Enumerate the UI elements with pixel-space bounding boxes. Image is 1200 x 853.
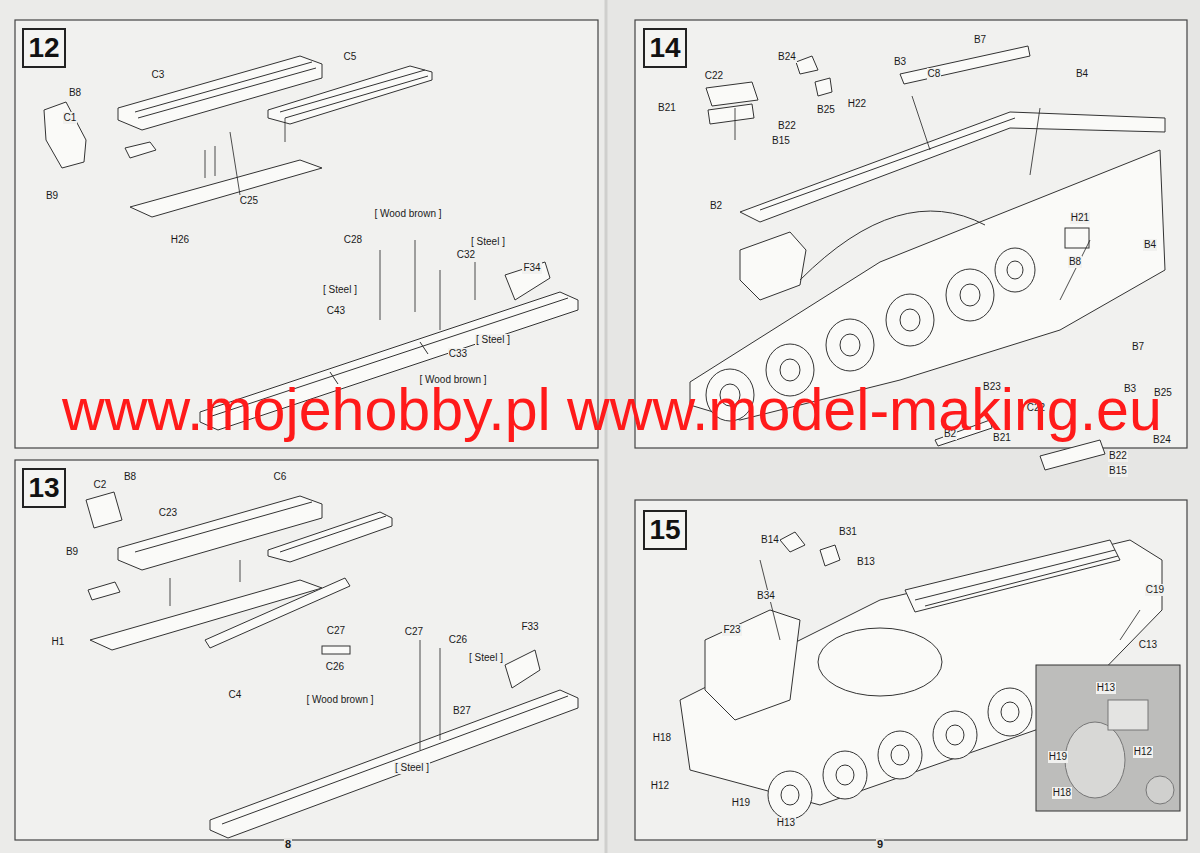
part-label: C4 [228,689,243,701]
part-label: B8 [123,471,137,483]
part-label: [ Wood brown ] [305,694,374,706]
part-label: H1 [51,636,66,648]
part-label: C33 [448,348,468,360]
part-label: C23 [158,507,178,519]
part-label: B15 [1108,465,1128,477]
part-label: H19 [731,797,751,809]
watermark: www.mojehobby.pl www.model-making.eu [62,380,1162,439]
step-number: 13 [28,472,59,504]
part-label: C27 [326,625,346,637]
part-label: F33 [520,621,539,633]
part-label: [ Steel ] [475,334,511,346]
part-label: F23 [722,624,741,636]
part-label: B27 [452,705,472,717]
part-label: C26 [325,661,345,673]
part-label: C8 [927,68,942,80]
part-label: H21 [1070,212,1090,224]
part-label: C27 [404,626,424,638]
part-label: B25 [816,104,836,116]
part-label: B7 [973,34,987,46]
part-label: [ Steel ] [322,284,358,296]
part-label: [ Wood brown ] [373,208,442,220]
part-label: B9 [45,190,59,202]
page-number: 9 [876,838,884,850]
part-label: H26 [170,234,190,246]
part-label: [ Steel ] [468,652,504,664]
part-label: B21 [657,102,677,114]
step-number: 12 [28,32,59,64]
part-label: B7 [1131,341,1145,353]
part-label: B14 [760,534,780,546]
part-label: B4 [1143,239,1157,251]
part-label: H18 [652,732,672,744]
part-label: H13 [1096,682,1116,694]
page-number: 8 [284,838,292,850]
part-label: H18 [1052,787,1072,799]
part-label: C5 [343,51,358,63]
part-label: [ Steel ] [394,762,430,774]
part-label: B8 [1068,256,1082,268]
part-label: B22 [777,120,797,132]
part-label: B34 [756,590,776,602]
part-label: B13 [856,556,876,568]
part-label: C22 [704,70,724,82]
part-label: H13 [776,817,796,829]
step-number: 14 [649,32,680,64]
part-label: [ Steel ] [470,236,506,248]
part-label: H19 [1048,751,1068,763]
part-label: B31 [838,526,858,538]
part-label: C13 [1138,639,1158,651]
part-label: H12 [1133,746,1153,758]
part-label: C3 [151,69,166,81]
part-label: F34 [522,262,541,274]
part-label: C43 [326,305,346,317]
step-number-box: 14 [643,28,687,68]
part-label: B8 [68,87,82,99]
part-label: B4 [1075,68,1089,80]
step-number-box: 13 [22,468,66,508]
step-number-box: 12 [22,28,66,68]
step-number: 15 [649,514,680,546]
part-label: C1 [63,112,78,124]
part-label: C6 [273,471,288,483]
part-label: B24 [777,51,797,63]
part-label: C19 [1145,584,1165,596]
part-label: C25 [239,195,259,207]
part-label: B15 [771,135,791,147]
part-label: B2 [709,200,723,212]
part-label: C28 [343,234,363,246]
part-label: H22 [847,98,867,110]
part-label: B22 [1108,450,1128,462]
part-label: C32 [456,249,476,261]
part-label: C2 [93,479,108,491]
part-label: B3 [893,56,907,68]
part-label: B9 [65,546,79,558]
part-label: C26 [448,634,468,646]
part-label: H12 [650,780,670,792]
step-number-box: 15 [643,510,687,550]
